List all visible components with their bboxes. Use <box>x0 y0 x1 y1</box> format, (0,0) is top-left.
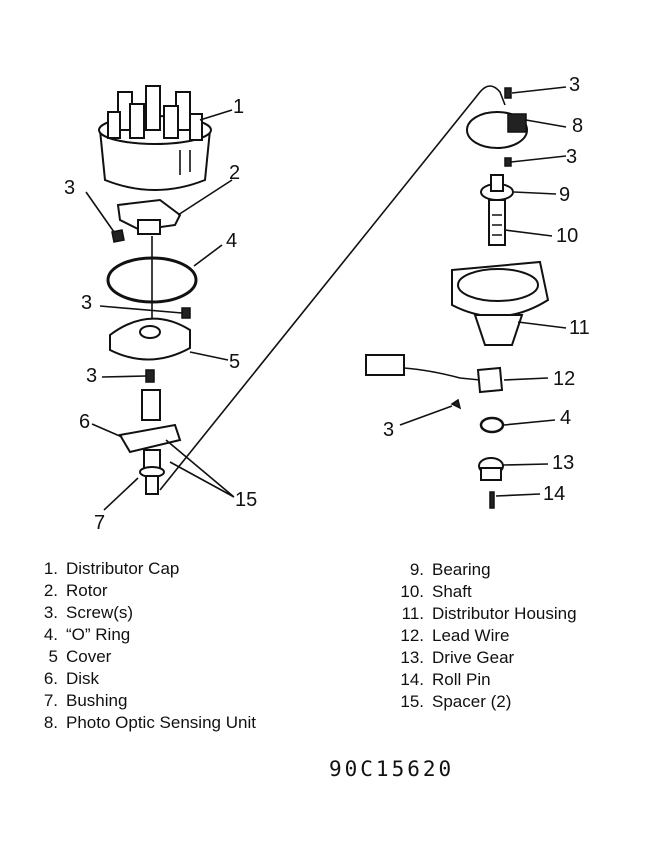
callout-7: 7 <box>94 512 106 534</box>
callout-12: 12 <box>553 368 576 390</box>
callout-1: 1 <box>233 96 245 118</box>
callout-11: 11 <box>569 317 590 339</box>
parts-legend-right: 9. Bearing 10. Shaft 11. Distributor Housin… <box>388 559 577 713</box>
rotor <box>116 198 182 235</box>
legend-label: Rotor <box>66 581 108 600</box>
legend-item: 2. Rotor <box>30 580 256 602</box>
screw-3d <box>504 87 512 99</box>
parts-legend-left: 1. Distributor Cap 2. Rotor 3. Screw(s) 4. “… <box>30 558 256 734</box>
legend-number: 6. <box>43 669 58 688</box>
callout-3: 3 <box>566 146 578 168</box>
legend-number: 4. <box>43 625 58 644</box>
o-ring-lower <box>479 416 505 434</box>
callout-3: 3 <box>569 74 581 96</box>
callout-13: 13 <box>552 452 575 474</box>
legend-label: Cover <box>66 647 112 666</box>
callout-4: 4 <box>226 230 238 252</box>
legend-item: 6. Disk <box>30 668 256 690</box>
legend-number: 2. <box>43 581 58 600</box>
legend-number: 9. <box>409 560 424 579</box>
legend-label: “O” Ring <box>66 625 131 644</box>
legend-number: 7. <box>43 691 58 710</box>
disk-assembly <box>118 389 182 495</box>
legend-label: Drive Gear <box>432 648 515 667</box>
cover <box>109 317 191 361</box>
callout-5: 5 <box>229 351 241 373</box>
screw-3c <box>145 369 155 383</box>
callout-4: 4 <box>560 407 572 429</box>
legend-label: Bearing <box>432 560 491 579</box>
callout-10: 10 <box>556 225 579 247</box>
legend-number: 8. <box>43 713 58 732</box>
legend-label: Shaft <box>432 582 472 601</box>
callout-3: 3 <box>64 177 76 199</box>
callout-3: 3 <box>86 365 98 387</box>
legend-label: Bushing <box>66 691 128 710</box>
assembly-link-line <box>159 85 506 491</box>
legend-number: 1. <box>43 559 58 578</box>
exploded-view-diagram <box>85 85 567 511</box>
legend-item: 11. Distributor Housing <box>388 603 577 625</box>
callout-3: 3 <box>81 292 93 314</box>
bearing <box>480 174 514 201</box>
legend-item: 13. Drive Gear <box>388 647 577 669</box>
screw-3a <box>111 229 125 243</box>
legend-number: 15. <box>400 692 424 711</box>
screw-3f <box>450 398 462 410</box>
legend-item: 4. “O” Ring <box>30 624 256 646</box>
legend-item: 7. Bushing <box>30 690 256 712</box>
distributor-cap <box>98 85 212 191</box>
legend-item: 12. Lead Wire <box>388 625 577 647</box>
legend-label: Distributor Housing <box>432 604 577 623</box>
callout-15: 15 <box>235 489 258 511</box>
screw-3b <box>181 307 191 319</box>
legend-item: 5 Cover <box>30 646 256 668</box>
legend-item: 10. Shaft <box>388 581 577 603</box>
callout-6: 6 <box>79 411 91 433</box>
callout-8: 8 <box>572 115 584 137</box>
legend-number: 3. <box>43 603 58 622</box>
legend-label: Lead Wire <box>432 626 510 645</box>
legend-label: Roll Pin <box>432 670 491 689</box>
screw-3e <box>504 157 512 167</box>
callout-2: 2 <box>229 162 241 184</box>
shaft <box>488 199 506 246</box>
legend-label: Photo Optic Sensing Unit <box>66 713 256 732</box>
photo-optic-sensing-unit <box>466 111 528 149</box>
legend-number: 12. <box>400 626 424 645</box>
callout-9: 9 <box>559 184 571 206</box>
legend-label: Distributor Cap <box>66 559 180 578</box>
roll-pin <box>489 491 495 509</box>
legend-item: 1. Distributor Cap <box>30 558 256 580</box>
legend-item: 3. Screw(s) <box>30 602 256 624</box>
lead-wire <box>365 354 504 394</box>
legend-number: 10. <box>400 582 424 601</box>
figure-code: 90C15620 <box>329 757 455 781</box>
legend-number: 11. <box>401 604 424 623</box>
legend-number: 13. <box>400 648 424 667</box>
distributor-housing <box>451 260 550 346</box>
legend-label: Screw(s) <box>66 603 134 622</box>
callout-14: 14 <box>543 483 566 505</box>
drive-gear <box>478 457 504 481</box>
legend-label: Disk <box>66 669 100 688</box>
legend-item: 14. Roll Pin <box>388 669 577 691</box>
legend-item: 15. Spacer (2) <box>388 691 577 713</box>
legend-item: 8. Photo Optic Sensing Unit <box>30 712 256 734</box>
o-ring-upper <box>106 256 198 304</box>
legend-item: 9. Bearing <box>388 559 577 581</box>
legend-number: 5 <box>48 647 58 666</box>
callout-3: 3 <box>383 419 395 441</box>
leader-lines <box>85 86 567 511</box>
legend-label: Spacer (2) <box>432 692 512 711</box>
legend-number: 14. <box>400 670 424 689</box>
